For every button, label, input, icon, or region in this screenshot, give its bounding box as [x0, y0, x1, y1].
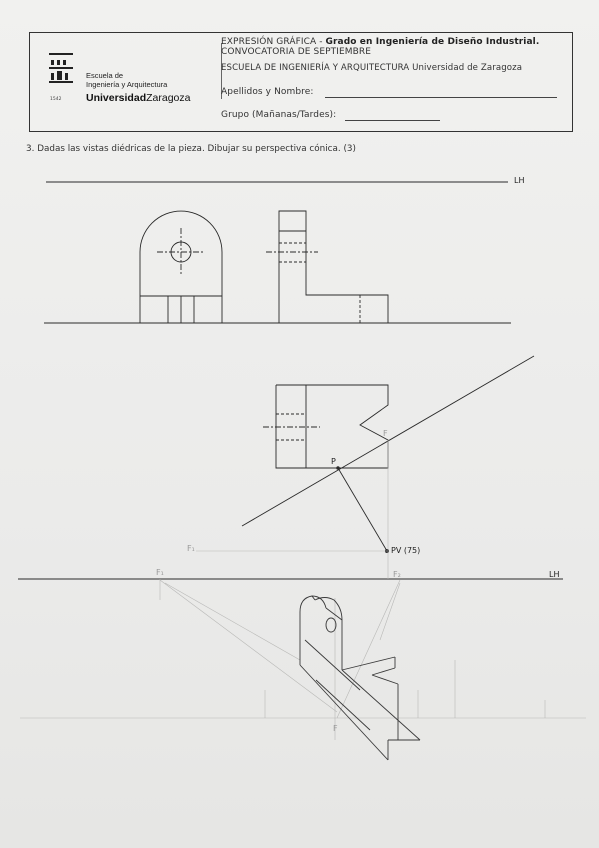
- principal-ray: [337, 467, 388, 552]
- lh-label-bottom: LH: [549, 570, 560, 579]
- header-call: CONVOCATORIA DE SEPTIEMBRE: [221, 47, 372, 57]
- logo-uni-bold: Universidad: [86, 92, 147, 104]
- logo-line2: Ingeniería y Arquitectura: [86, 80, 168, 89]
- group-field-line[interactable]: [345, 120, 440, 121]
- viewpoint-label: PV (75): [391, 546, 421, 555]
- logo-separator: [221, 43, 222, 99]
- logo-university: UniversidadZaragoza: [86, 92, 190, 104]
- point-p-mark: [336, 466, 340, 470]
- name-label: Apellidos y Nombre:: [221, 87, 314, 97]
- conical-perspective: [299, 595, 421, 761]
- question-text: 3. Dadas las vistas diédricas de la piez…: [26, 144, 356, 154]
- f1-label-lh: F₁: [156, 568, 164, 577]
- university-logo: 1542 Escuela de Ingeniería y Arquitectur…: [48, 47, 198, 107]
- lh-label-top: LH: [514, 176, 525, 185]
- f-label-plan: F: [383, 429, 388, 438]
- building-icon: [49, 53, 73, 83]
- construction-lines: [20, 440, 586, 740]
- side-view: [266, 210, 389, 323]
- f2-label-lh: F₂: [393, 570, 401, 579]
- name-field-line[interactable]: [325, 97, 557, 98]
- plan-view: [263, 384, 389, 469]
- front-view: [139, 210, 223, 323]
- point-p-label: P: [331, 457, 336, 466]
- f1-label-plan: F₁: [187, 544, 195, 553]
- logo-year: 1542: [50, 97, 62, 102]
- header-box: 1542 Escuela de Ingeniería y Arquitectur…: [29, 32, 573, 132]
- logo-uni-rest: Zaragoza: [146, 92, 191, 104]
- f-label-bottom: F: [333, 724, 338, 733]
- header-degree: Grado en Ingeniería de Diseño Industrial…: [325, 37, 540, 47]
- header-subject: EXPRESIÓN GRÁFICA -: [221, 37, 326, 47]
- group-label: Grupo (Mañanas/Tardes):: [221, 110, 337, 120]
- header-school: ESCUELA DE INGENIERÍA Y ARQUITECTURA Uni…: [221, 63, 523, 73]
- logo-line1: Escuela de: [86, 71, 124, 80]
- header-subject-line: EXPRESIÓN GRÁFICA - Grado en Ingeniería …: [221, 37, 539, 47]
